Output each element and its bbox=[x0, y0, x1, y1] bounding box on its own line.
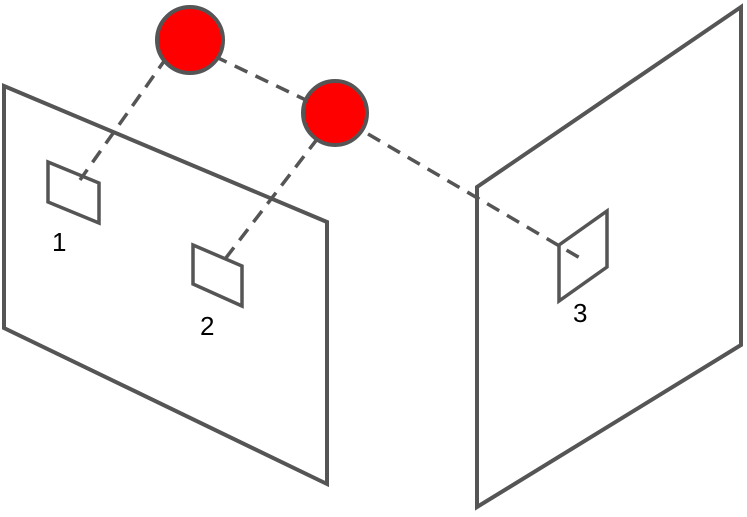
ray-ball2-to-window3 bbox=[367, 132, 581, 260]
red-ball-top bbox=[155, 5, 225, 75]
ray-ball1-to-window1 bbox=[78, 55, 169, 182]
right-panel bbox=[475, 3, 743, 511]
window-3 bbox=[557, 207, 609, 305]
label-window-3: 3 bbox=[573, 298, 587, 328]
left-panel bbox=[2, 82, 329, 488]
label-window-1: 1 bbox=[52, 227, 66, 257]
ray-ball2-to-window2 bbox=[220, 136, 320, 265]
window-2 bbox=[191, 242, 244, 309]
label-window-2: 2 bbox=[200, 311, 214, 341]
ray-ball1-to-ball2 bbox=[213, 54, 311, 104]
window-1 bbox=[46, 159, 101, 226]
red-ball-middle bbox=[301, 79, 369, 147]
